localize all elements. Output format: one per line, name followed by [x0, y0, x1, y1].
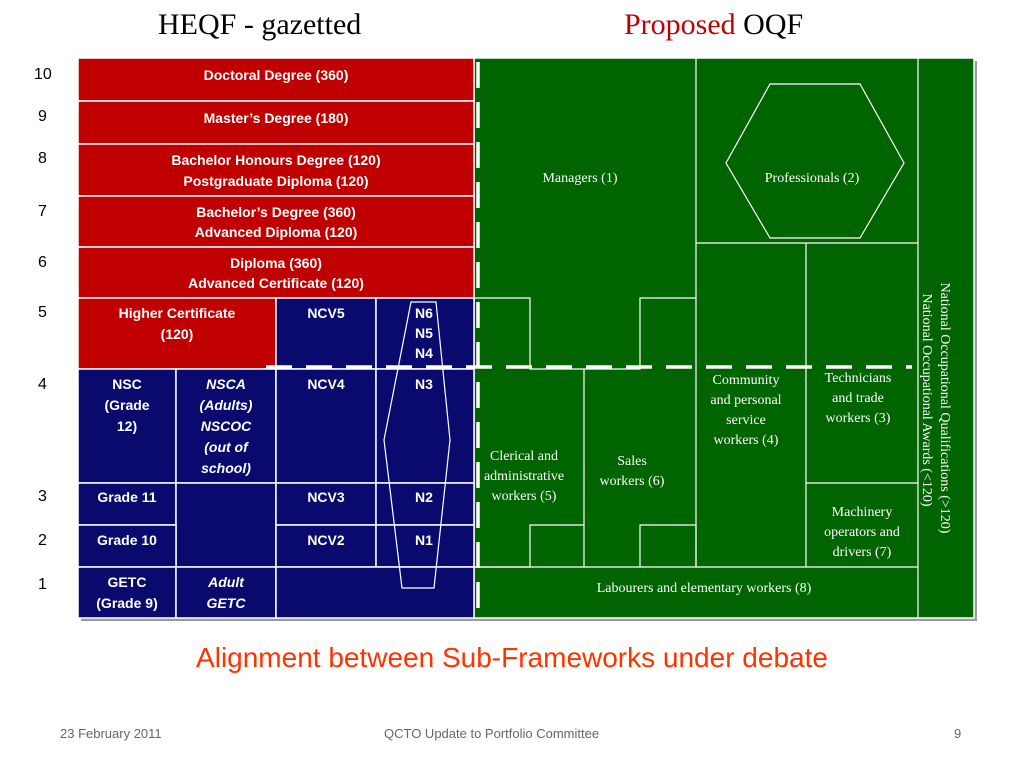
machinery-label-1: Machinery: [832, 505, 893, 520]
technicians-label-3: workers (3): [826, 411, 891, 426]
machinery-label-3: drivers (7): [833, 545, 892, 560]
nsc-cell: [77, 368, 177, 484]
slide-subtitle: Alignment between Sub-Frameworks under d…: [196, 642, 828, 673]
nsca-label-3: NSCOC: [201, 418, 252, 434]
level-1: 1: [38, 576, 47, 593]
machinery-label-2: operators and: [824, 525, 900, 540]
grade11-label: Grade 11: [97, 489, 156, 505]
honours-label-1: Bachelor Honours Degree (120): [171, 152, 380, 168]
level-3: 3: [38, 488, 47, 505]
clerical-label-2: administrative: [484, 469, 564, 484]
footer-page-number: 9: [954, 726, 962, 741]
level-10: 10: [34, 66, 52, 83]
technicians-label-2: and trade: [832, 391, 884, 406]
oqf-title-oqf: OQF: [743, 8, 804, 41]
diploma-row: [77, 246, 475, 299]
sales-label-1: Sales: [617, 454, 647, 469]
n3-label: N3: [415, 376, 433, 392]
sales-label-2: workers (6): [600, 474, 665, 489]
ncv5-label: NCV5: [307, 305, 345, 321]
getc-blank-cell: [275, 566, 475, 619]
clerical-label-1: Clerical and: [490, 449, 558, 464]
heqf-title: HEQF - gazetted: [158, 8, 362, 41]
adult-getc-label-2: GETC: [207, 595, 247, 611]
n6-label: N6: [415, 305, 433, 321]
getc-label-2: (Grade 9): [96, 595, 157, 611]
ncv3-label: NCV3: [307, 489, 345, 505]
ncv4-label: NCV4: [307, 376, 345, 392]
gfet-block: [77, 297, 475, 619]
doctoral-row: [77, 57, 475, 102]
level-4: 4: [38, 376, 47, 393]
n5-label: N5: [415, 325, 433, 341]
masters-row: [77, 100, 475, 145]
adult-getc-cell: [175, 566, 277, 619]
level-9: 9: [38, 108, 47, 125]
nsca-label-1: NSCA: [206, 376, 246, 392]
level-6: 6: [38, 254, 47, 271]
oqf-title-proposed: Proposed: [624, 8, 736, 41]
nsc-label-3: 12): [117, 418, 137, 434]
professionals-hexagon: [725, 83, 905, 239]
ncv2-label: NCV2: [307, 532, 345, 548]
oqf-title: Proposed OQF: [624, 8, 803, 42]
n4-label: N4: [415, 345, 433, 361]
doctoral-label: Doctoral Degree (360): [204, 67, 349, 83]
n-series-hexagon: [383, 301, 451, 589]
bachelor-label-2: Advanced Diploma (120): [195, 224, 358, 240]
technicians-label-1: Technicians: [825, 371, 892, 386]
community-label-3: service: [726, 413, 766, 428]
grade10-cell: [77, 524, 177, 568]
level-8: 8: [38, 150, 47, 167]
bachelor-label-1: Bachelor’s Degree (360): [196, 204, 356, 220]
n1-label: N1: [415, 532, 433, 548]
footer-date: 23 February 2011: [60, 726, 162, 741]
oqf-grid-lines: [474, 58, 919, 618]
nsca-label-4: (out of: [204, 439, 249, 455]
getc-cell: [77, 566, 177, 619]
nsca-label-2: (Adults): [200, 397, 253, 413]
professionals-label: Professionals (2): [765, 171, 860, 186]
adult-getc-label-1: Adult: [207, 574, 245, 590]
footer-title: QCTO Update to Portfolio Committee: [384, 726, 600, 741]
ncv4-cell: [275, 368, 377, 484]
n3-cell: [375, 368, 475, 484]
noa-vertical-label: National Occupational Awards (<120): [919, 293, 934, 506]
managers-label: Managers (1): [542, 171, 617, 186]
diploma-label-1: Diploma (360): [230, 255, 322, 271]
ncv3-cell: [275, 482, 377, 526]
n4-n6-cell: [375, 297, 475, 370]
grade10-label: Grade 10: [97, 532, 157, 548]
heqf-block: [77, 57, 475, 370]
higher-cert-label-2: (120): [161, 326, 194, 342]
getc-label-1: GETC: [108, 574, 147, 590]
grade-blank-cell: [175, 482, 277, 568]
nsc-label-1: NSC: [112, 376, 142, 392]
honours-label-2: Postgraduate Diploma (120): [183, 173, 368, 189]
bachelor-row: [77, 195, 475, 248]
diploma-label-2: Advanced Certificate (120): [188, 275, 364, 291]
noq-vertical-label: National Occupational Qualifications (>1…: [937, 283, 952, 534]
community-label-2: and personal: [710, 393, 781, 408]
grade11-cell: [77, 482, 177, 526]
honours-row: [77, 143, 475, 197]
n2-label: N2: [415, 489, 433, 505]
community-label-1: Community: [713, 373, 780, 388]
level-2: 2: [38, 532, 47, 549]
labourers-label: Labourers and elementary workers (8): [597, 581, 812, 596]
level-7: 7: [38, 203, 47, 220]
level-5: 5: [38, 304, 47, 321]
masters-label: Master’s Degree (180): [204, 110, 349, 126]
nsc-label-2: (Grade: [104, 397, 149, 413]
clerical-label-3: workers (5): [492, 489, 557, 504]
community-label-4: workers (4): [714, 433, 779, 448]
nsca-label-5: school): [201, 460, 251, 476]
higher-cert-label-1: Higher Certificate: [119, 305, 236, 321]
